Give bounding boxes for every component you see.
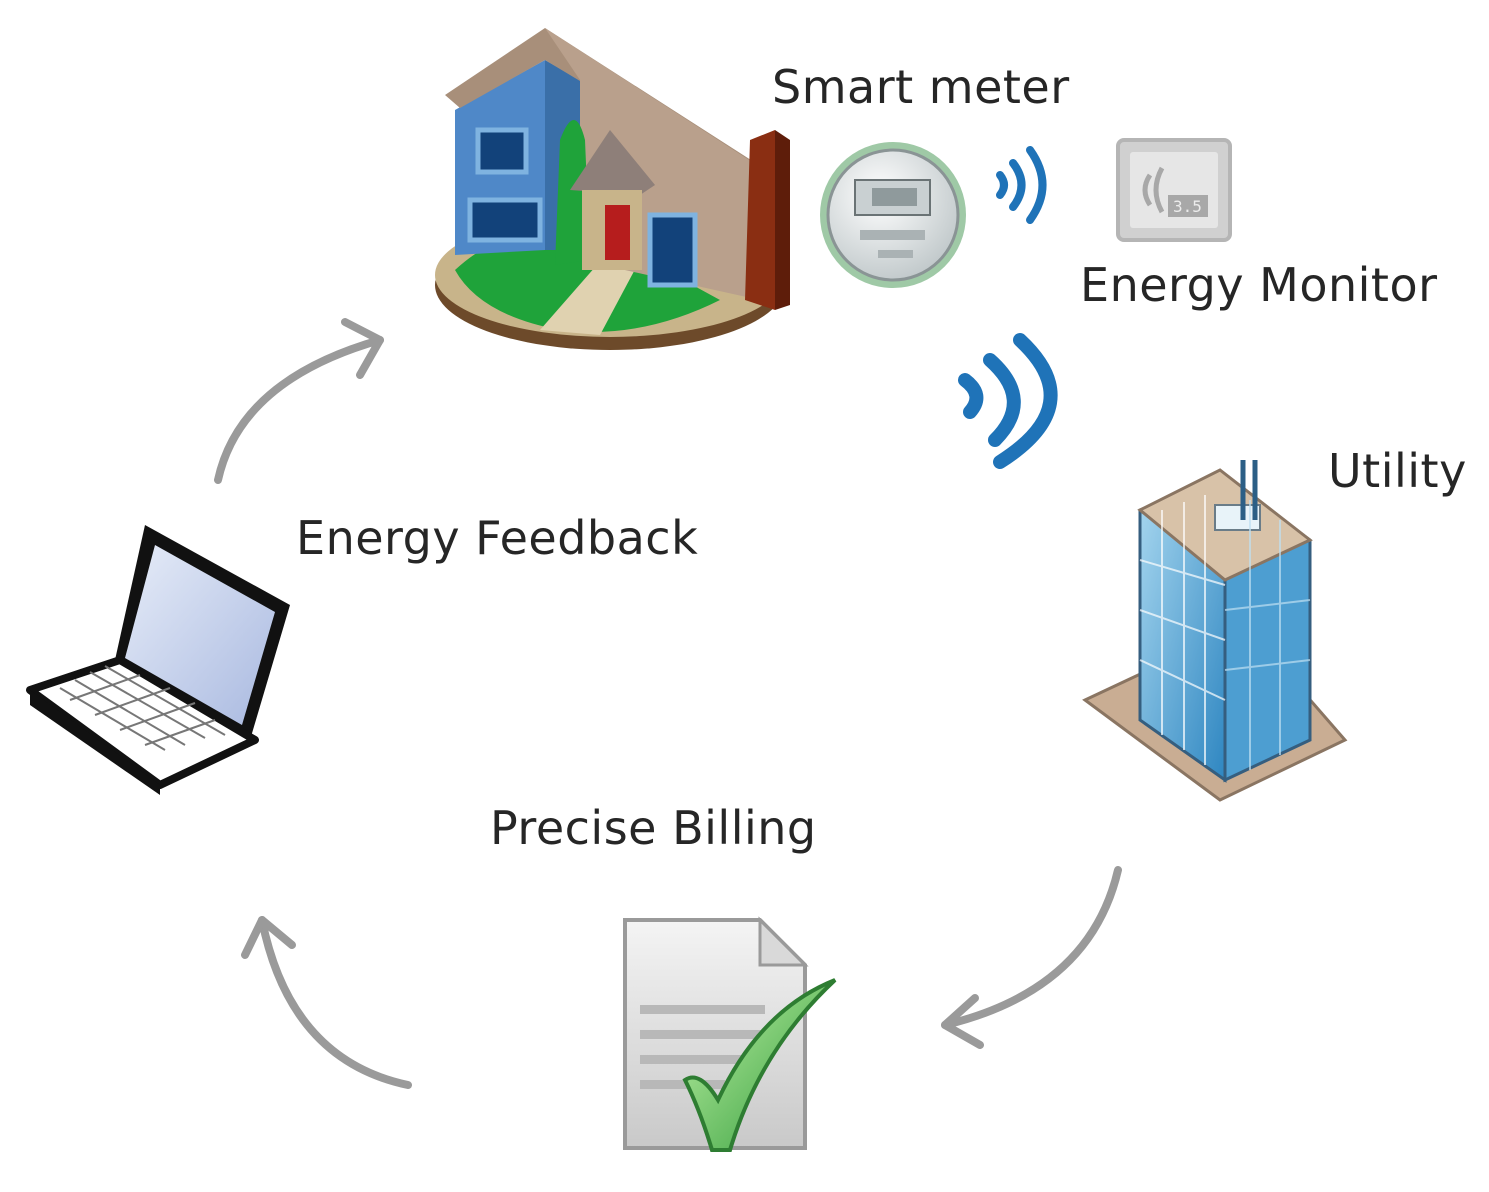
laptop-icon xyxy=(26,525,290,795)
energy-feedback-label: Energy Feedback xyxy=(296,511,699,565)
arrow-billing-to-laptop xyxy=(241,916,412,1089)
wireless-signal-icon xyxy=(996,146,1047,224)
arrow-utility-to-billing xyxy=(941,866,1122,1049)
office-building-icon xyxy=(1082,460,1348,802)
monitor-readout: 3.5 xyxy=(1173,197,1202,216)
document-check-icon xyxy=(623,916,837,1152)
house-icon xyxy=(435,28,790,350)
energy-monitor-label: Energy Monitor xyxy=(1080,258,1438,312)
smart-meter-icon xyxy=(820,142,966,288)
arrow-laptop-to-house xyxy=(214,318,384,484)
wireless-signal-icon xyxy=(958,333,1058,469)
precise-billing-label: Precise Billing xyxy=(490,801,817,855)
smart-meter-label: Smart meter xyxy=(772,60,1070,114)
energy-monitor-icon: 3.5 xyxy=(1116,138,1232,242)
utility-label: Utility xyxy=(1328,444,1467,498)
